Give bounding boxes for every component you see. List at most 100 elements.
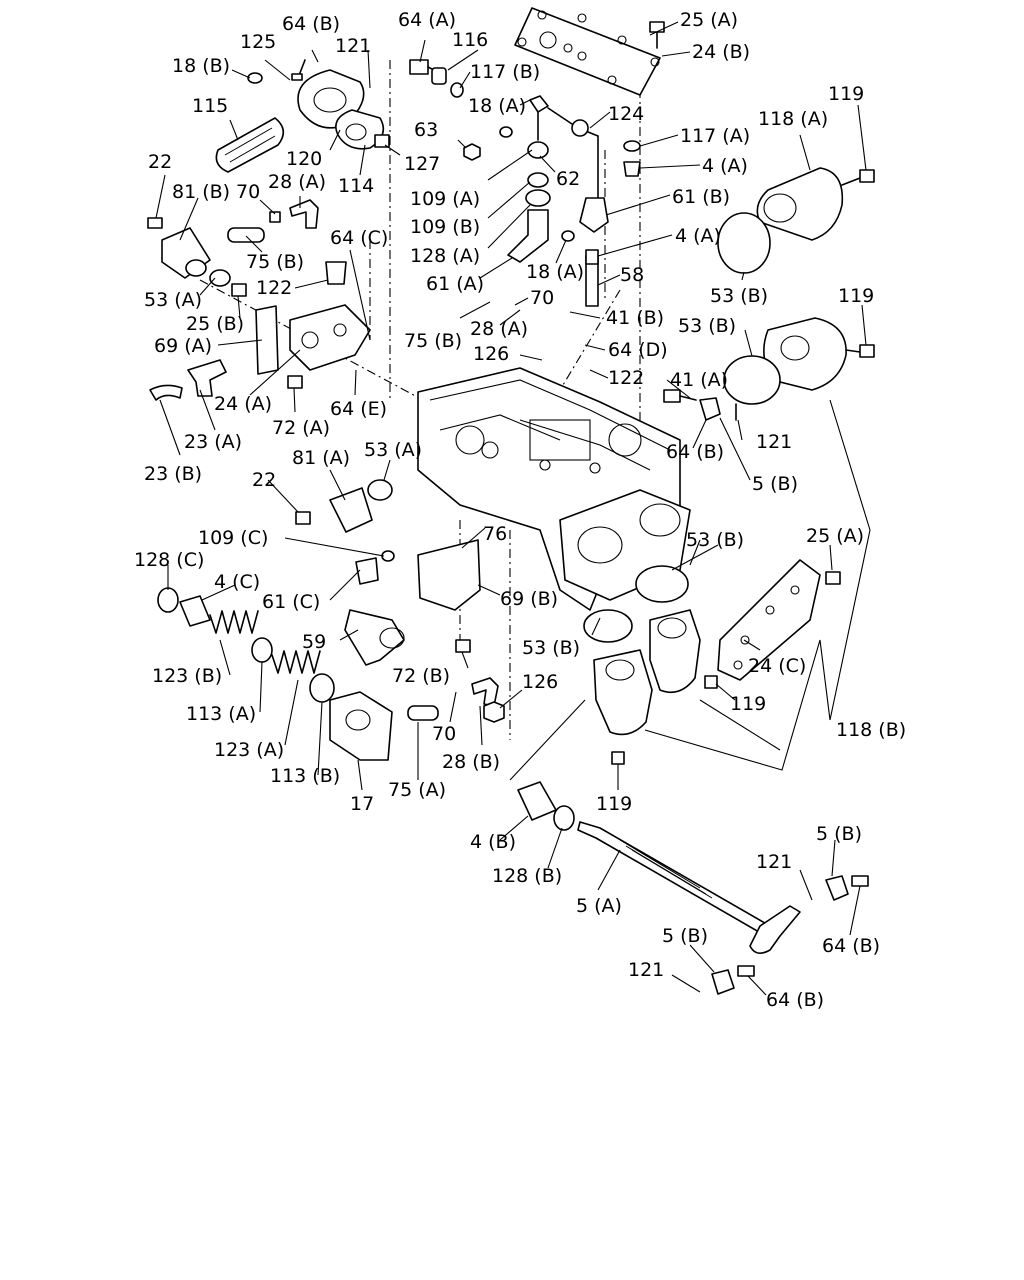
washer-113b bbox=[309, 673, 335, 703]
label-128a: 128 (A) bbox=[410, 245, 480, 267]
plug-122 bbox=[325, 261, 347, 285]
label-121-right: 121 bbox=[756, 851, 792, 873]
label-41a: 41 (A) bbox=[670, 369, 728, 391]
nut-63 bbox=[463, 143, 481, 161]
label-70-b: 70 bbox=[530, 287, 554, 309]
tee-23a bbox=[187, 359, 227, 397]
solenoid-upper-right bbox=[763, 317, 875, 391]
label-121-bottom: 121 bbox=[628, 959, 664, 981]
label-25a-right: 25 (A) bbox=[806, 525, 864, 547]
bushing-4a-upper bbox=[623, 161, 641, 177]
label-69b: 69 (B) bbox=[500, 588, 558, 610]
label-126-a: 126 bbox=[473, 343, 509, 365]
label-119-a: 119 bbox=[828, 83, 864, 105]
label-64a: 64 (A) bbox=[398, 9, 456, 31]
label-64e: 64 (E) bbox=[330, 398, 387, 420]
label-75a: 75 (A) bbox=[388, 779, 446, 801]
label-122-a: 122 bbox=[256, 277, 292, 299]
plug-75a bbox=[407, 705, 439, 721]
label-61c: 61 (C) bbox=[262, 591, 320, 613]
label-64b-bottom: 64 (B) bbox=[766, 989, 824, 1011]
bolt-70 bbox=[269, 211, 281, 223]
spring-123b bbox=[209, 610, 259, 634]
label-53b-a: 53 (B) bbox=[710, 285, 768, 307]
cover-24c bbox=[717, 559, 821, 681]
valve-body bbox=[417, 367, 691, 611]
label-61a: 61 (A) bbox=[426, 273, 484, 295]
label-53b-c: 53 (B) bbox=[686, 529, 744, 551]
collar-109a bbox=[527, 111, 549, 159]
oring-53b-a bbox=[717, 212, 771, 274]
label-113a: 113 (A) bbox=[186, 703, 256, 725]
pin-64b-top bbox=[291, 59, 306, 81]
label-22-b: 22 bbox=[252, 469, 276, 491]
label-64c: 64 (C) bbox=[330, 227, 388, 249]
bolt-119-a bbox=[859, 169, 875, 183]
accumulator-118b-2 bbox=[593, 649, 653, 736]
label-17: 17 bbox=[350, 793, 374, 815]
bolt-25a-top bbox=[649, 21, 665, 49]
label-25a-top: 25 (A) bbox=[680, 9, 738, 31]
label-58: 58 bbox=[620, 264, 644, 286]
label-5b-mid: 5 (B) bbox=[752, 473, 798, 495]
lever-61a bbox=[507, 209, 549, 263]
sleeve-4c bbox=[179, 595, 211, 627]
label-18b: 18 (B) bbox=[172, 55, 230, 77]
label-18a-top: 18 (A) bbox=[468, 95, 526, 117]
label-53a-a: 53 (A) bbox=[144, 289, 202, 311]
joint-124 bbox=[529, 95, 599, 201]
bracket-76 bbox=[417, 539, 481, 611]
label-18a-mid: 18 (A) bbox=[526, 261, 584, 283]
label-41b: 41 (B) bbox=[606, 307, 664, 329]
label-119-d: 119 bbox=[596, 793, 632, 815]
label-123b: 123 (B) bbox=[152, 665, 222, 687]
oring-53b-d bbox=[583, 609, 633, 643]
label-64b: 64 (B) bbox=[282, 13, 340, 35]
bushing-4a-lower bbox=[585, 249, 599, 265]
label-24b: 24 (B) bbox=[692, 41, 750, 63]
part-labels: 64 (B) 125 121 64 (A) 116 117 (B) 18 (B)… bbox=[134, 9, 906, 1011]
lever-61b bbox=[561, 197, 609, 242]
label-109b: 109 (B) bbox=[410, 216, 480, 238]
label-121-mid: 121 bbox=[756, 431, 792, 453]
bushing-4b bbox=[517, 781, 557, 821]
fitting-28a bbox=[289, 199, 319, 229]
label-62: 62 bbox=[556, 168, 580, 190]
label-126-b: 126 bbox=[522, 671, 558, 693]
label-23a: 23 (A) bbox=[184, 431, 242, 453]
label-109c: 109 (C) bbox=[198, 527, 268, 549]
bushing-128a bbox=[525, 189, 551, 207]
bolt-119-c bbox=[611, 751, 625, 765]
washer-18a bbox=[499, 126, 513, 138]
cover-17 bbox=[329, 691, 393, 761]
hose-23b bbox=[149, 384, 183, 401]
bolt-22-b bbox=[295, 511, 311, 525]
clamp-5b-lower bbox=[711, 965, 755, 995]
label-69a: 69 (A) bbox=[154, 335, 212, 357]
label-53a-b: 53 (A) bbox=[364, 439, 422, 461]
bolt-22-a bbox=[147, 217, 163, 229]
label-128b: 128 (B) bbox=[492, 865, 562, 887]
label-75b-a: 75 (B) bbox=[246, 251, 304, 273]
shaft-5a bbox=[577, 821, 801, 954]
fork-59 bbox=[344, 609, 405, 666]
label-124: 124 bbox=[608, 103, 644, 125]
label-117a: 117 (A) bbox=[680, 125, 750, 147]
oring-53b-b bbox=[723, 355, 781, 405]
solenoid-118a bbox=[756, 167, 861, 241]
spring-123a bbox=[271, 650, 321, 674]
bolt-72a bbox=[287, 375, 303, 389]
label-28a-b: 28 (A) bbox=[470, 318, 528, 340]
label-53b-d: 53 (B) bbox=[522, 637, 580, 659]
label-81b: 81 (B) bbox=[172, 181, 230, 203]
washer-109b bbox=[527, 172, 549, 188]
label-4a-lower: 4 (A) bbox=[675, 225, 721, 247]
label-116: 116 bbox=[452, 29, 488, 51]
label-5a: 5 (A) bbox=[576, 895, 622, 917]
label-64b-mid: 64 (B) bbox=[666, 441, 724, 463]
label-70-c: 70 bbox=[432, 723, 456, 745]
bushing-128b bbox=[553, 805, 575, 831]
label-123a: 123 (A) bbox=[214, 739, 284, 761]
label-4c: 4 (C) bbox=[214, 571, 260, 593]
